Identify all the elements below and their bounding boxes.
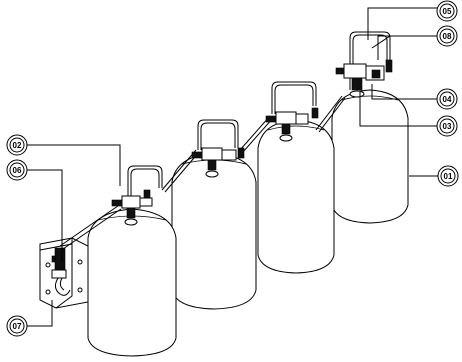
cylinder-1 (87, 208, 177, 357)
wall-bracket (39, 237, 89, 309)
pressure-switch-device (51, 247, 71, 296)
callout-03-label: 03 (443, 122, 452, 131)
callout-02-label: 02 (13, 141, 22, 150)
callout-03: 03 (436, 115, 458, 137)
callout-05-label: 05 (443, 7, 452, 16)
valve-assembly-4 (335, 59, 393, 98)
valve-assembly-1 (111, 189, 153, 226)
callout-04-label: 04 (443, 95, 452, 104)
callout-01: 01 (437, 165, 459, 187)
leader-lines (27, 7, 438, 327)
callout-08-label: 08 (443, 32, 452, 41)
manifold-pipe (59, 31, 391, 250)
callout-06: 06 (6, 159, 28, 181)
callout-04: 04 (436, 88, 458, 110)
callout-07-label: 07 (13, 322, 22, 331)
valve-assembly-3 (265, 107, 319, 142)
callout-01-label: 01 (444, 172, 453, 181)
valve-assembly-2 (191, 147, 245, 178)
callout-05: 05 (436, 0, 458, 22)
callout-02: 02 (6, 134, 28, 156)
callout-07: 07 (6, 315, 28, 337)
cylinder-4 (331, 89, 409, 224)
callout-08: 08 (436, 25, 458, 47)
cylinder-3 (257, 119, 335, 274)
callout-06-label: 06 (13, 166, 22, 175)
